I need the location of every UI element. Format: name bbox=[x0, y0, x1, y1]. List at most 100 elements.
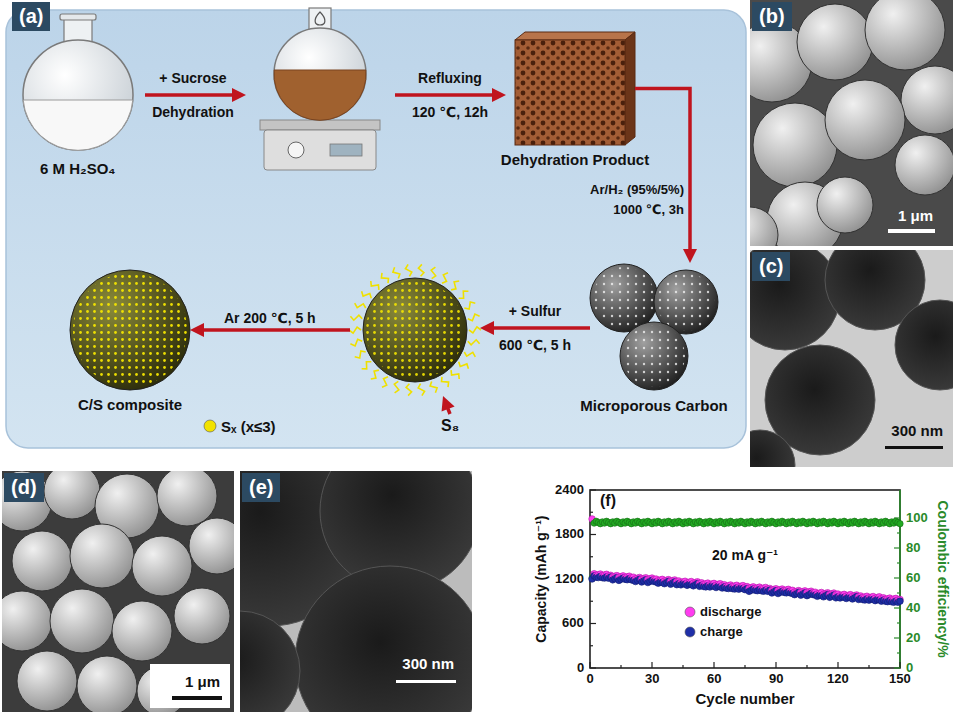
panel-label: (f) bbox=[600, 492, 616, 510]
stage-label: Dehydration Product bbox=[501, 151, 649, 168]
rate-label: 20 mA g⁻¹ bbox=[712, 547, 778, 563]
sulfur-chain bbox=[418, 384, 424, 396]
stirrer-display bbox=[330, 144, 362, 156]
sulfur-chain bbox=[468, 314, 480, 321]
efficiency-marker bbox=[897, 521, 903, 527]
sulfur-chain bbox=[464, 352, 475, 357]
tick bbox=[899, 662, 900, 668]
scale-label: 300 nm bbox=[891, 422, 943, 439]
tick bbox=[590, 667, 596, 668]
condition-label: Ar/H₂ (95%/5%) 1000 ℃, 3h bbox=[566, 180, 684, 220]
step-label: Refluxing 120 ℃, 12h bbox=[407, 61, 493, 129]
scale-bar bbox=[888, 229, 935, 233]
scale-label: 1 μm bbox=[898, 207, 933, 224]
carbon-sphere bbox=[590, 264, 658, 332]
arrow-line bbox=[203, 328, 350, 332]
tick bbox=[897, 532, 900, 533]
step-label: + Sucrose Dehydration bbox=[147, 61, 239, 129]
process-arrow bbox=[145, 93, 233, 97]
sulfur-chain bbox=[355, 351, 366, 358]
stirrer-plate bbox=[260, 120, 380, 130]
micrograph bbox=[240, 471, 472, 712]
acid-liquid bbox=[23, 100, 133, 150]
carbon-sphere bbox=[620, 322, 688, 390]
arrow-line bbox=[635, 89, 690, 251]
tick bbox=[590, 556, 593, 557]
panel-background bbox=[6, 10, 746, 448]
sulfur-chain bbox=[371, 370, 379, 379]
particle bbox=[2, 591, 52, 651]
particle bbox=[750, 250, 840, 350]
particle bbox=[2, 471, 52, 531]
scale-bar bbox=[885, 446, 943, 449]
tick-label: 120 bbox=[827, 672, 849, 687]
reagent-label: 6 M H₂SO₄ bbox=[40, 160, 116, 177]
sulfur-chain bbox=[431, 267, 436, 278]
sulfur-chain bbox=[430, 381, 437, 392]
tick-label: 60 bbox=[707, 672, 721, 687]
particle bbox=[865, 0, 945, 70]
flask-bulb bbox=[274, 28, 366, 120]
condenser-cap bbox=[315, 12, 325, 25]
sulfur-chain bbox=[349, 327, 361, 333]
sulfur-chain bbox=[381, 273, 388, 283]
tick-label: 0 bbox=[587, 672, 594, 687]
scale-box bbox=[150, 664, 230, 708]
sulfur-chain bbox=[393, 267, 400, 278]
tem-panel: (c) 300 nm bbox=[750, 250, 953, 467]
scale-bar bbox=[172, 696, 222, 700]
panel-label: (c) bbox=[752, 252, 790, 281]
particle bbox=[895, 300, 953, 390]
tick-label: 100 bbox=[906, 511, 928, 526]
sulfur-chain bbox=[442, 273, 448, 283]
particle bbox=[157, 471, 217, 526]
tick bbox=[651, 662, 652, 668]
particle bbox=[797, 4, 873, 80]
particle bbox=[112, 601, 172, 661]
product-node: Dehydration Product bbox=[515, 32, 635, 145]
tick bbox=[713, 662, 714, 668]
arrowhead bbox=[232, 88, 246, 102]
process-panel: (a)6 M H₂SO₄Dehydration ProductMicroporo… bbox=[6, 10, 746, 448]
sulfur-chain bbox=[451, 370, 459, 379]
stage-label: Microporous Carbon bbox=[580, 397, 728, 414]
sulfur-dots bbox=[73, 273, 187, 387]
panel-label: (d) bbox=[4, 473, 44, 502]
sulfur-chain bbox=[362, 291, 372, 298]
particle bbox=[70, 524, 134, 588]
process-arrow bbox=[635, 89, 697, 264]
sulfur-dots bbox=[366, 281, 464, 379]
tick-label: 60 bbox=[906, 571, 920, 586]
particle bbox=[895, 135, 953, 195]
sulfur-chain bbox=[362, 362, 372, 369]
stage-label: C/S composite bbox=[78, 396, 182, 413]
particle bbox=[12, 531, 72, 591]
tick bbox=[894, 607, 900, 608]
tick bbox=[590, 601, 593, 602]
particle bbox=[901, 66, 953, 134]
particle bbox=[17, 651, 77, 711]
particle bbox=[50, 589, 114, 653]
right-axis bbox=[899, 490, 901, 668]
legend-swatch bbox=[204, 420, 216, 432]
legend-swatch bbox=[685, 627, 695, 637]
condition-label: Ar 200 ℃, 5 h bbox=[224, 310, 316, 326]
sulfur-chain bbox=[350, 315, 362, 320]
sulfur-chain bbox=[350, 339, 362, 346]
tick bbox=[744, 665, 745, 668]
sulfur-chain bbox=[468, 340, 480, 345]
sulfur-chain bbox=[464, 302, 475, 309]
micropore-dots bbox=[623, 325, 685, 387]
tick-label: 0 bbox=[577, 661, 584, 676]
stirrer-body bbox=[264, 130, 376, 170]
plot-frame bbox=[590, 490, 900, 668]
sulfur-chain bbox=[406, 384, 412, 396]
micropore-dots bbox=[593, 267, 655, 329]
sulfur-chain bbox=[418, 264, 424, 276]
scale-label: 1 μm bbox=[185, 673, 220, 690]
scale-label: 300 nm bbox=[402, 655, 454, 672]
tick bbox=[590, 512, 593, 513]
tick-label: 1800 bbox=[555, 527, 584, 542]
sulfur-chain bbox=[382, 377, 388, 387]
stirrer-knob bbox=[288, 142, 304, 158]
